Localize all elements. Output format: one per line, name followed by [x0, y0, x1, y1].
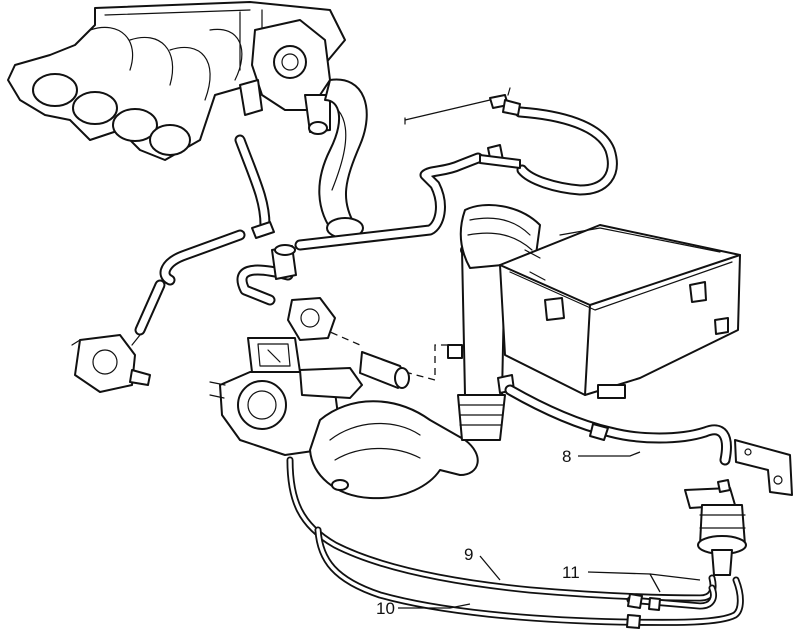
callout-9: 9 [464, 545, 473, 564]
callout-8: 8 [562, 447, 571, 466]
air-filter-housing [499, 224, 741, 399]
callout-labels: 8 9 10 11 [376, 447, 580, 618]
fuel-lines [286, 456, 744, 629]
hose-8 [504, 384, 732, 466]
throttle-body [239, 19, 331, 135]
fuel-pressure-regulator [684, 479, 747, 576]
intake-duct [318, 78, 368, 239]
mounting-bracket [734, 439, 793, 496]
vacuum-valve [71, 334, 151, 393]
hose-fittings [251, 87, 521, 280]
callout-11: 11 [562, 563, 580, 582]
air-flow-meter [209, 367, 363, 456]
hose-network [134, 106, 618, 336]
leader-lines [398, 451, 701, 609]
filter-duct [447, 204, 541, 441]
assembly-components [247, 297, 458, 389]
intake-boot [309, 400, 479, 500]
callout-10: 10 [376, 599, 395, 618]
